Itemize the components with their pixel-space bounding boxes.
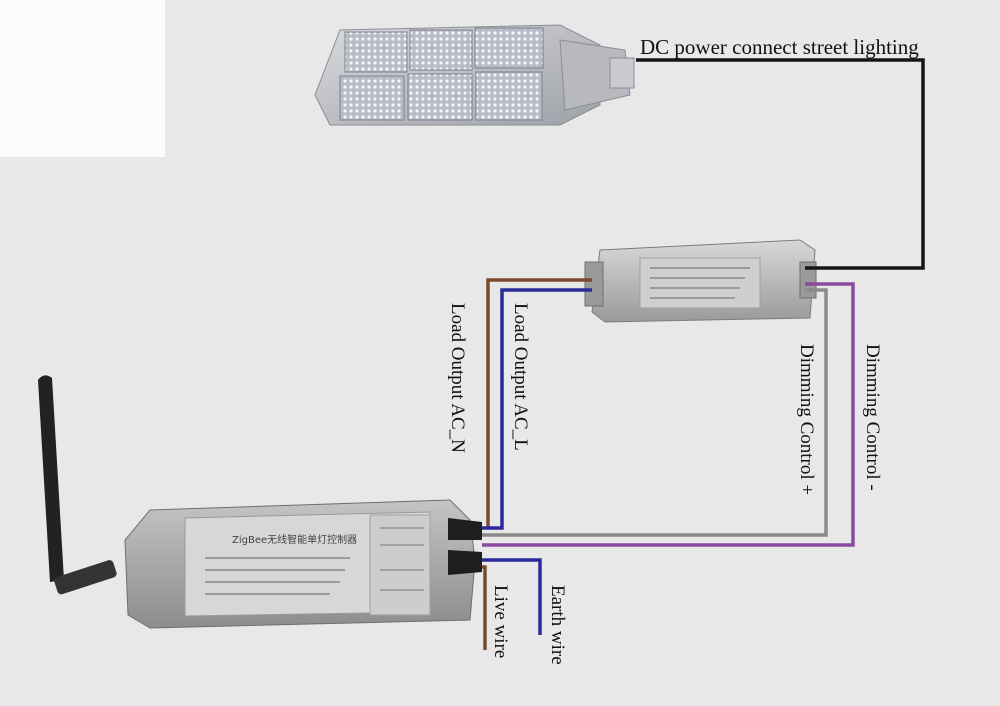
load-n-wire xyxy=(486,278,592,528)
wires xyxy=(482,58,925,650)
dimming-minus-wire xyxy=(482,282,855,547)
live-wire xyxy=(482,565,487,650)
dimming-plus-label: Dimming Control + xyxy=(796,344,817,496)
dimming-plus-wire xyxy=(482,288,828,537)
load-output-l-label: Load Output AC_L xyxy=(510,303,531,451)
zigbee-controller: ZigBee无线智能单灯控制器 xyxy=(38,375,482,629)
earth-wire xyxy=(482,558,542,635)
live-wire-label: Live wire xyxy=(490,585,511,659)
earth-wire-label: Earth wire xyxy=(547,585,568,665)
controller-title: ZigBee无线智能单灯控制器 xyxy=(232,533,357,546)
load-output-n-label: Load Output AC_N xyxy=(447,303,468,453)
street-lamp xyxy=(314,24,635,126)
dimming-minus-label: Dimming Control - xyxy=(862,344,883,491)
dc-wire xyxy=(636,58,925,270)
blank-corner xyxy=(0,0,165,157)
dc-power-label: DC power connect street lighting xyxy=(640,35,919,59)
led-driver xyxy=(584,239,817,323)
load-l-wire xyxy=(482,288,592,530)
